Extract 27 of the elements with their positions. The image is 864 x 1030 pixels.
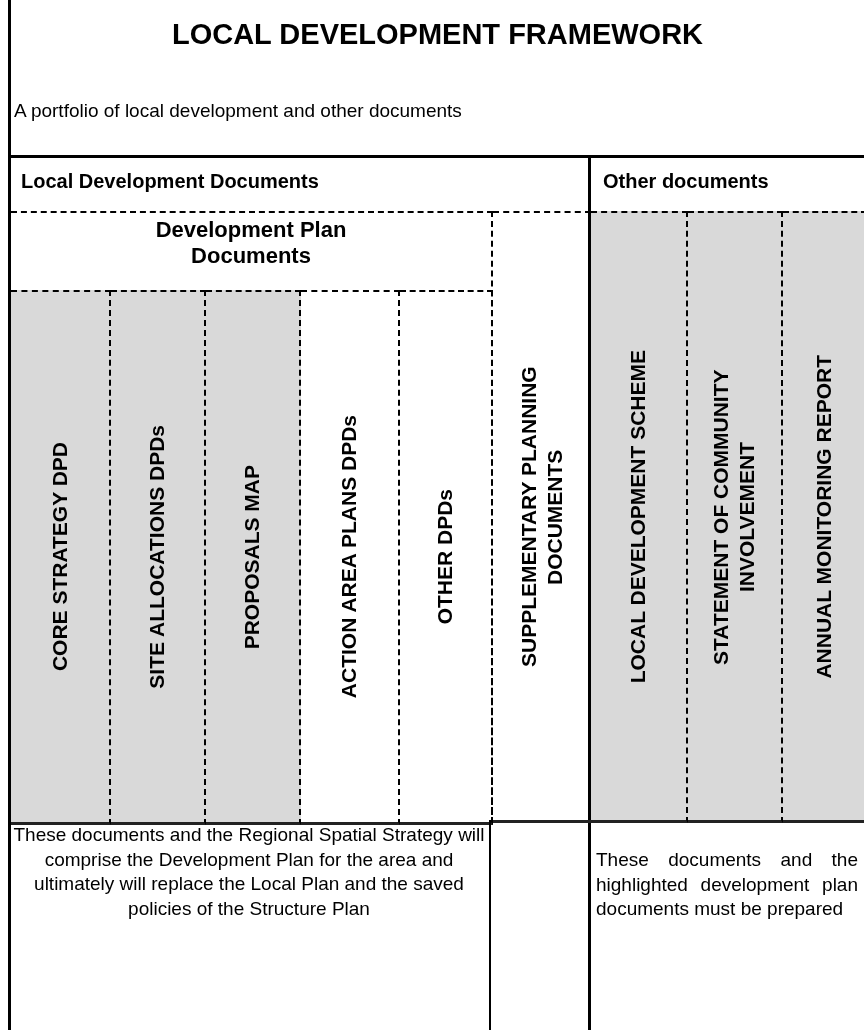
section-heading: Local Development Documents bbox=[21, 170, 319, 193]
note-text: These documents and the Regional Spatial Strategy will comprise the Development Plan for the area and ultimately will replace the Local Plan and the saved policies of the Structure Plan bbox=[12, 823, 486, 922]
note-text: These documents and the highlighted development plan documents must be prepared bbox=[596, 848, 858, 922]
framework-panel bbox=[8, 0, 864, 1030]
section-heading: Other documents bbox=[603, 170, 769, 193]
subtitle: A portfolio of local development and other documents bbox=[14, 100, 462, 122]
document-column bbox=[111, 290, 206, 825]
column-heading: OTHER DPDs bbox=[432, 489, 458, 625]
group-panel bbox=[11, 211, 493, 823]
document-column bbox=[688, 211, 783, 823]
column-heading: CORE STRATEGY DPD bbox=[46, 442, 72, 672]
document-column bbox=[591, 211, 688, 823]
column-heading: ACTION AREA PLANS DPDs bbox=[336, 415, 362, 699]
document-column bbox=[11, 290, 111, 825]
document-column bbox=[206, 290, 301, 825]
column-heading: SUPPLEMENTARY PLANNING DOCUMENTS bbox=[515, 365, 567, 669]
section-panel bbox=[11, 155, 591, 1030]
document-column bbox=[301, 290, 400, 825]
group-heading: Development Plan Documents bbox=[154, 217, 348, 270]
column-heading: STATEMENT OF COMMUNITY INVOLVEMENT bbox=[708, 367, 760, 667]
column-heading: LOCAL DEVELOPMENT SCHEME bbox=[625, 349, 651, 684]
document-column bbox=[783, 211, 864, 823]
column-heading: ANNUAL MONITORING REPORT bbox=[810, 354, 836, 679]
column-heading: SITE ALLOCATIONS DPDs bbox=[144, 425, 170, 689]
framework-heading: LOCAL DEVELOPMENT FRAMEWORK bbox=[170, 18, 705, 51]
column-heading: PROPOSALS MAP bbox=[239, 464, 265, 650]
document-column bbox=[400, 290, 493, 825]
